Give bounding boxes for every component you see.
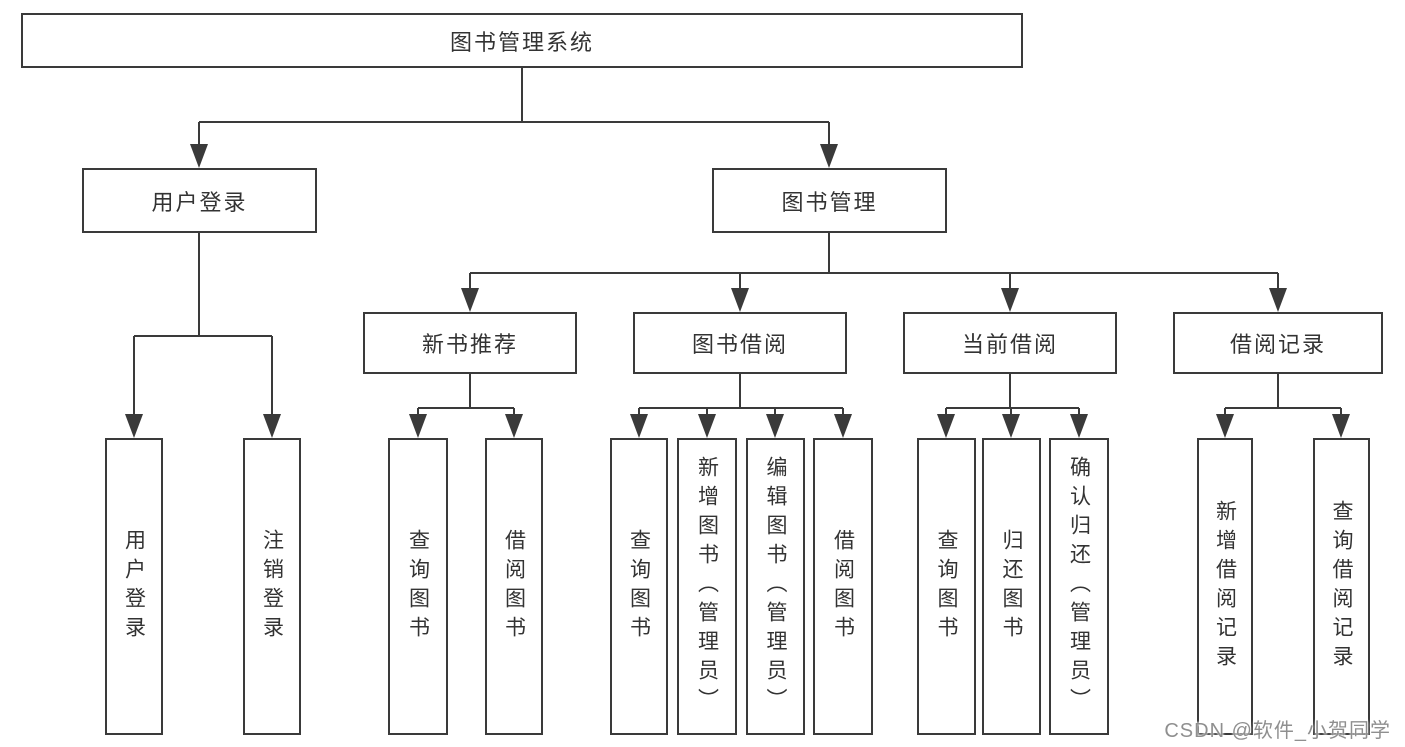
- node-book-mgmt: 图书管理: [712, 168, 947, 233]
- node-book-borrowing: 图书借阅: [633, 312, 847, 374]
- leaf-newrec-query-book-label: 查询图书: [406, 528, 430, 645]
- leaf-current-query-book-label: 查询图书: [935, 528, 958, 645]
- leaf-add-book-admin-label: 新增图书（管理员）: [695, 456, 719, 717]
- leaf-add-borrow-record: 新增借阅记录: [1197, 438, 1253, 735]
- watermark: CSDN @软件_小贺同学: [1164, 720, 1391, 742]
- leaf-confirm-return-admin: 确认归还（管理员）: [1049, 438, 1109, 735]
- leaf-add-book-admin: 新增图书（管理员）: [677, 438, 737, 735]
- leaf-user-login: 用户登录: [105, 438, 163, 735]
- node-new-book-recommendation: 新书推荐: [363, 312, 577, 374]
- leaf-current-query-book: 查询图书: [917, 438, 976, 735]
- node-borrowing-records: 借阅记录: [1173, 312, 1383, 374]
- leaf-borrow-book-label: 借阅图书: [831, 528, 855, 645]
- leaf-logout: 注销登录: [243, 438, 301, 735]
- leaf-query-borrow-record: 查询借阅记录: [1313, 438, 1370, 735]
- leaf-logout-label: 注销登录: [260, 528, 284, 645]
- leaf-return-book-label: 归还图书: [1000, 528, 1023, 645]
- leaf-edit-book-admin: 编辑图书（管理员）: [746, 438, 805, 735]
- leaf-confirm-return-admin-label: 确认归还（管理员）: [1067, 456, 1091, 717]
- leaf-newrec-query-book: 查询图书: [388, 438, 448, 735]
- leaf-return-book: 归还图书: [982, 438, 1041, 735]
- leaf-add-borrow-record-label: 新增借阅记录: [1213, 499, 1237, 674]
- leaf-newrec-borrow-book-label: 借阅图书: [502, 528, 526, 645]
- node-root: 图书管理系统: [21, 13, 1023, 68]
- leaf-borrow-book: 借阅图书: [813, 438, 873, 735]
- leaf-borrow-query-book: 查询图书: [610, 438, 668, 735]
- node-user-login: 用户登录: [82, 168, 317, 233]
- leaf-edit-book-admin-label: 编辑图书（管理员）: [764, 456, 787, 717]
- leaf-borrow-query-book-label: 查询图书: [627, 528, 651, 645]
- leaf-query-borrow-record-label: 查询借阅记录: [1330, 499, 1353, 674]
- node-current-borrowing: 当前借阅: [903, 312, 1117, 374]
- leaf-user-login-label: 用户登录: [122, 528, 146, 645]
- leaf-newrec-borrow-book: 借阅图书: [485, 438, 543, 735]
